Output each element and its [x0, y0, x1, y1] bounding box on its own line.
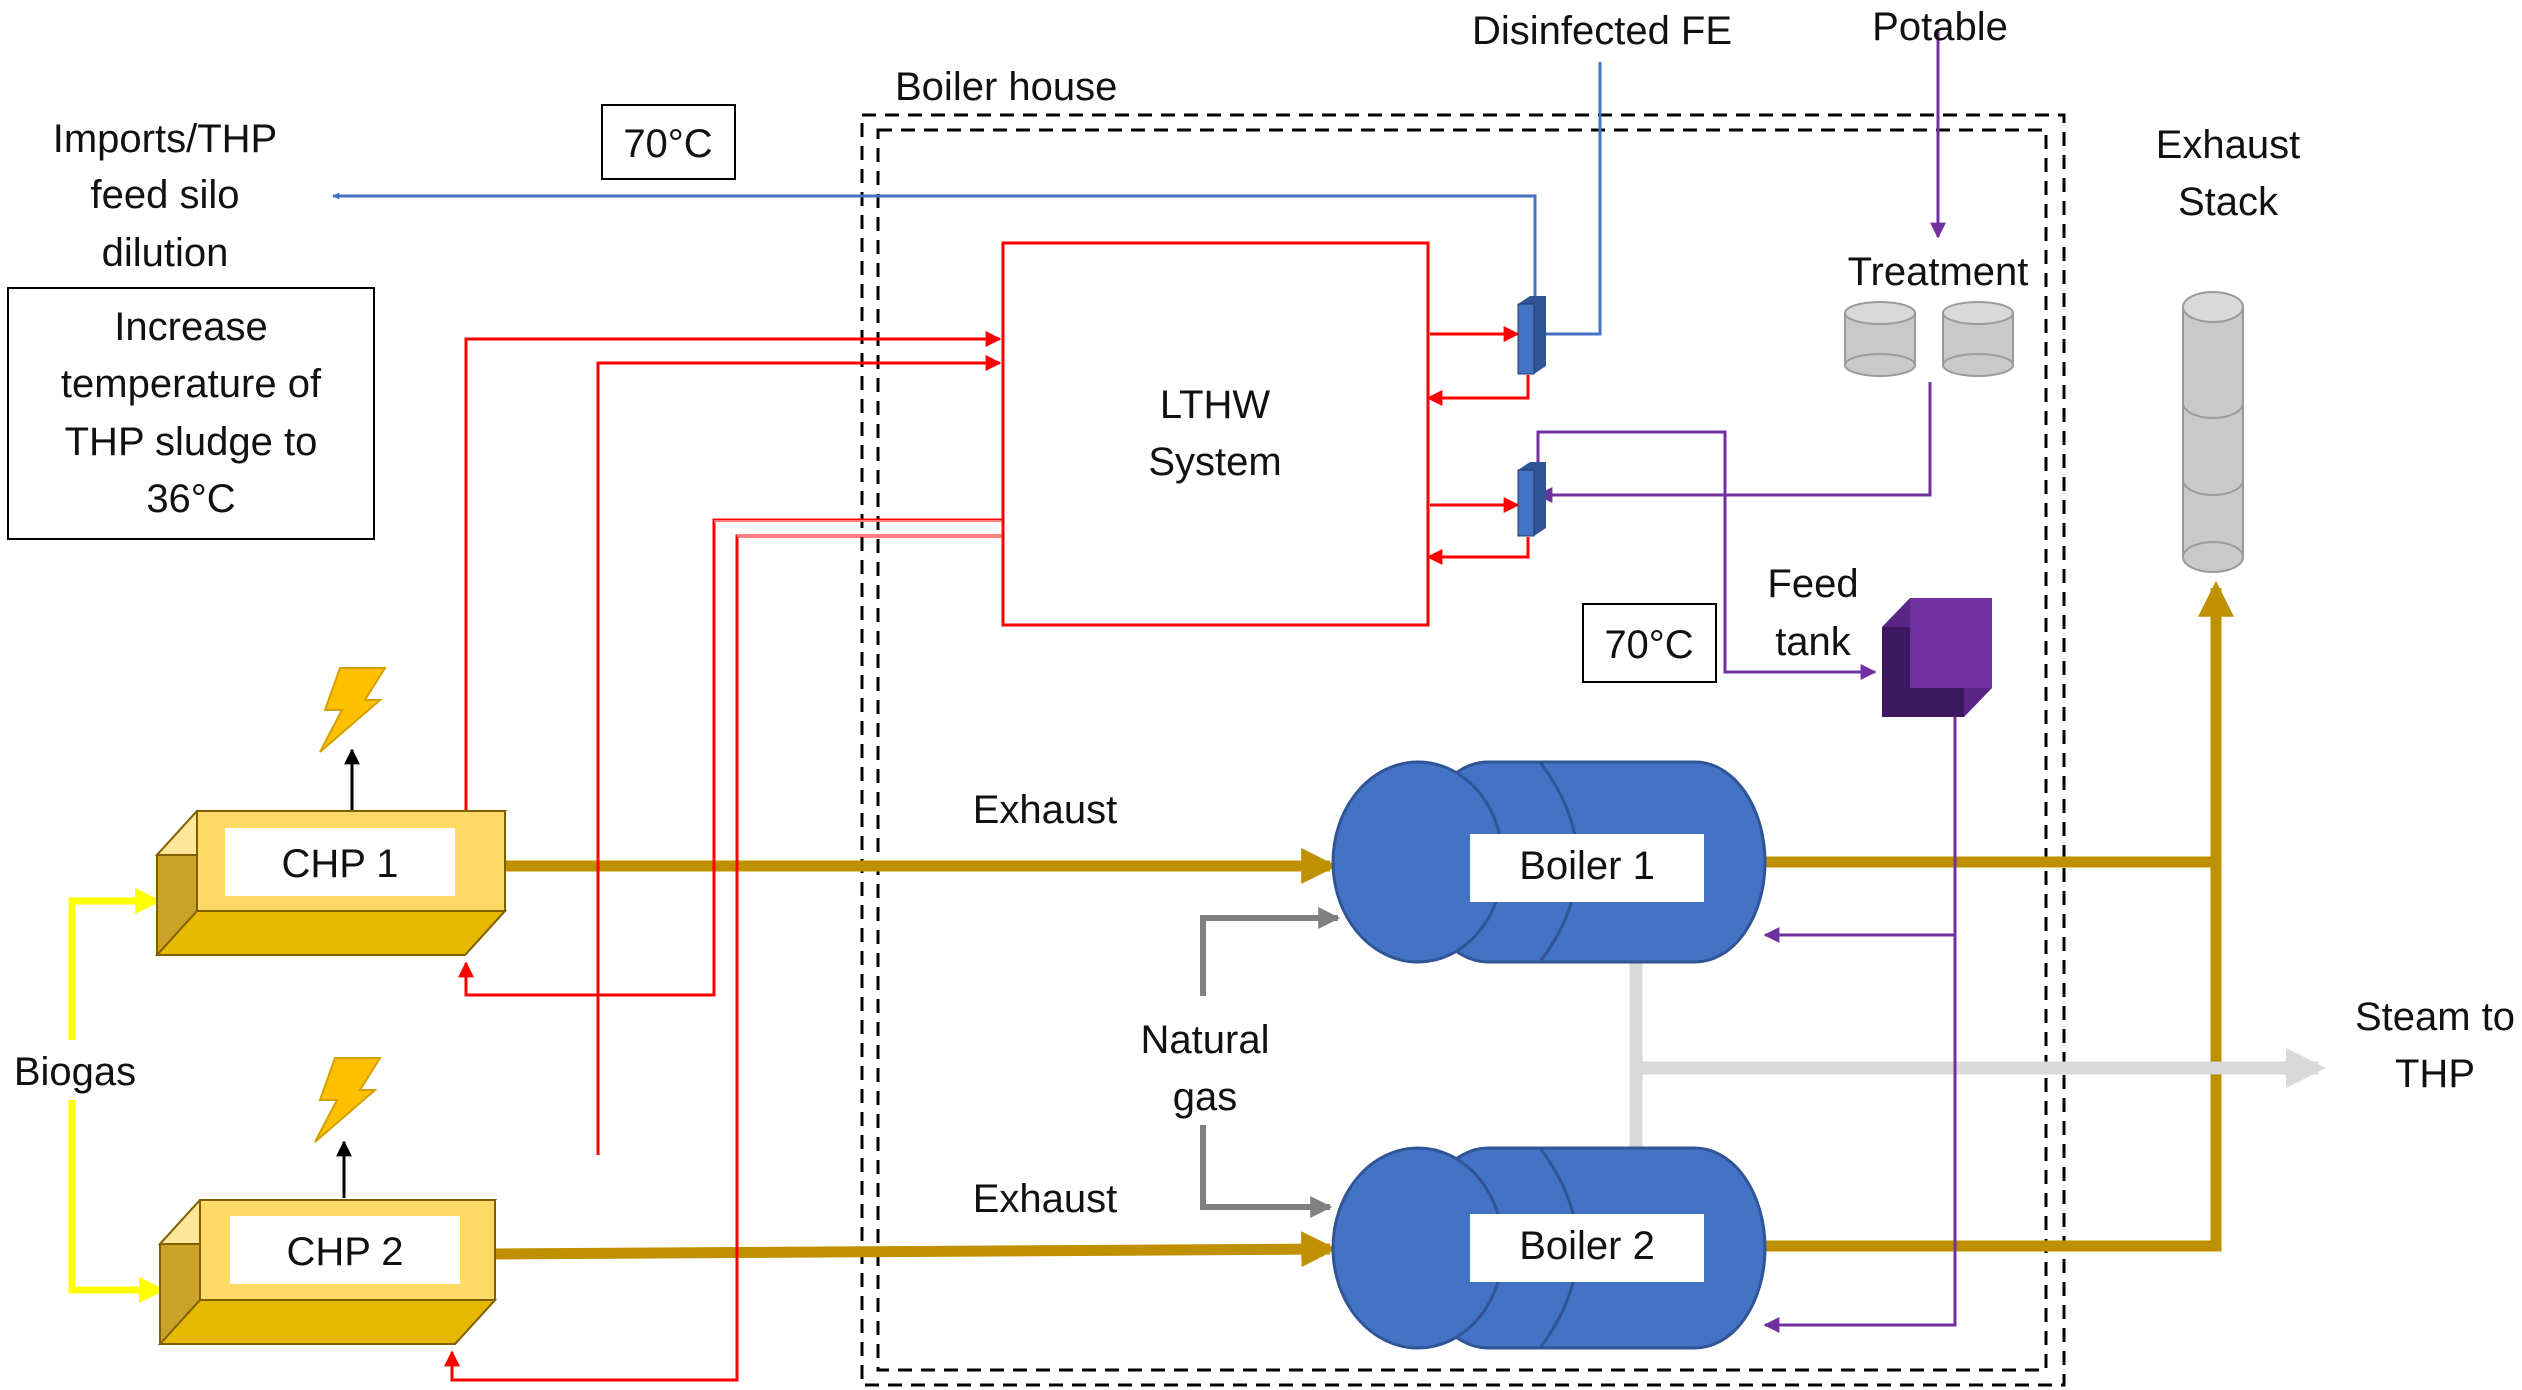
boiler-1-label: Boiler 1	[1519, 844, 1655, 888]
feed-tank-label-line2: tank	[1775, 620, 1852, 664]
temperature-feed-label: 70°C	[1604, 623, 1693, 667]
boiler-house-boundary-inner	[876, 128, 2048, 1372]
exhaust-label-1: Exhaust	[973, 788, 1118, 832]
chp1-to-lthw-pipe	[464, 331, 1002, 811]
disinfected-fe-label: Disinfected FE	[1472, 9, 1732, 53]
lightning-bolt-icon	[319, 667, 387, 753]
biogas-pipes	[68, 888, 166, 1303]
imports-label-line2: feed silo	[91, 173, 240, 217]
heat-exchanger-1	[1517, 296, 1546, 375]
note-line-3: THP sludge to	[65, 420, 318, 464]
exhaust-pipes	[494, 580, 2234, 1268]
lthw-system-label-line2: System	[1148, 440, 1281, 484]
natural-gas-label-line2: gas	[1173, 1075, 1238, 1119]
lthw-system-box	[1001, 241, 1430, 627]
natural-gas-pipe-boiler2	[1200, 1125, 1333, 1218]
boiler-2	[1331, 1146, 1767, 1350]
boiler-2-label: Boiler 2	[1519, 1224, 1655, 1268]
boiler-house-label: Boiler house	[895, 65, 1117, 109]
biogas-pipe-chp1	[68, 888, 162, 1040]
chp-1-unit	[154, 810, 508, 956]
exhaust-label-2: Exhaust	[973, 1177, 1118, 1221]
potable-label: Potable	[1872, 5, 2008, 49]
boiler-house-boundary-outer	[860, 113, 2066, 1387]
exhaust-stack-icon	[2182, 291, 2244, 573]
boiler2-flue-pipe	[1765, 862, 2222, 1252]
feed-tank	[1882, 598, 1992, 717]
note-line-1: Increase	[114, 305, 267, 349]
lthw-return-chp1-pipe	[458, 518, 1002, 997]
temperature-top-label: 70°C	[623, 122, 712, 166]
treatment-to-hx2-pipe	[1536, 382, 1932, 503]
chp-2-label: CHP 2	[286, 1230, 403, 1274]
exhaust-pipe-chp2	[494, 1231, 1338, 1268]
feed-tank-label-line1: Feed	[1767, 562, 1858, 606]
lightning-bolt-icon-2	[314, 1057, 382, 1143]
note-line-4: 36°C	[146, 477, 235, 521]
natural-gas-pipes	[1200, 907, 1341, 1218]
imports-label-line1: Imports/THP	[53, 117, 277, 161]
natural-gas-label-line1: Natural	[1141, 1018, 1270, 1062]
steam-label-line2: THP	[2395, 1052, 2475, 1096]
treatment-tank-icon	[1844, 301, 2014, 377]
chp-1-label: CHP 1	[281, 842, 398, 886]
exhaust-stack-label-line2: Stack	[2178, 180, 2279, 224]
lthw-return-thin-pipes	[714, 520, 1002, 537]
temperature-box-feed	[1582, 603, 1717, 683]
hx2-to-lthw-pipe	[1426, 537, 1530, 565]
imports-label-line3: dilution	[102, 231, 229, 275]
boiler-1	[1331, 760, 1767, 964]
heat-exchanger-2	[1517, 462, 1546, 537]
exhaust-stack-label-line1: Exhaust	[2156, 123, 2301, 167]
lthw-system-label-line1: LTHW	[1160, 383, 1271, 427]
treatment-label: Treatment	[1848, 250, 2029, 294]
natural-gas-pipe-boiler1	[1200, 907, 1341, 996]
note-box	[7, 287, 375, 540]
steam-pipes	[1629, 962, 2326, 1150]
feed-tank-outlet-pipe	[1763, 710, 1957, 1333]
potable-pipes	[1536, 30, 1957, 1333]
disinfected-fe-inlet-pipe	[1529, 62, 1602, 338]
hx1-to-lthw-pipe	[1426, 375, 1530, 406]
hx2-to-feed-tank-pipe	[1536, 430, 1877, 680]
hot-water-to-imports-pipe	[332, 192, 1537, 300]
disinfected-fe-pipes	[332, 62, 1602, 338]
chp2-to-lthw-pipe	[596, 355, 1002, 1155]
note-line-2: temperature of	[61, 362, 322, 406]
biogas-pipe-chp2	[68, 1100, 166, 1303]
temperature-box-top	[601, 104, 736, 180]
steam-label-line1: Steam to	[2355, 995, 2515, 1039]
chp-2-unit	[157, 1199, 498, 1345]
biogas-label: Biogas	[14, 1050, 136, 1094]
